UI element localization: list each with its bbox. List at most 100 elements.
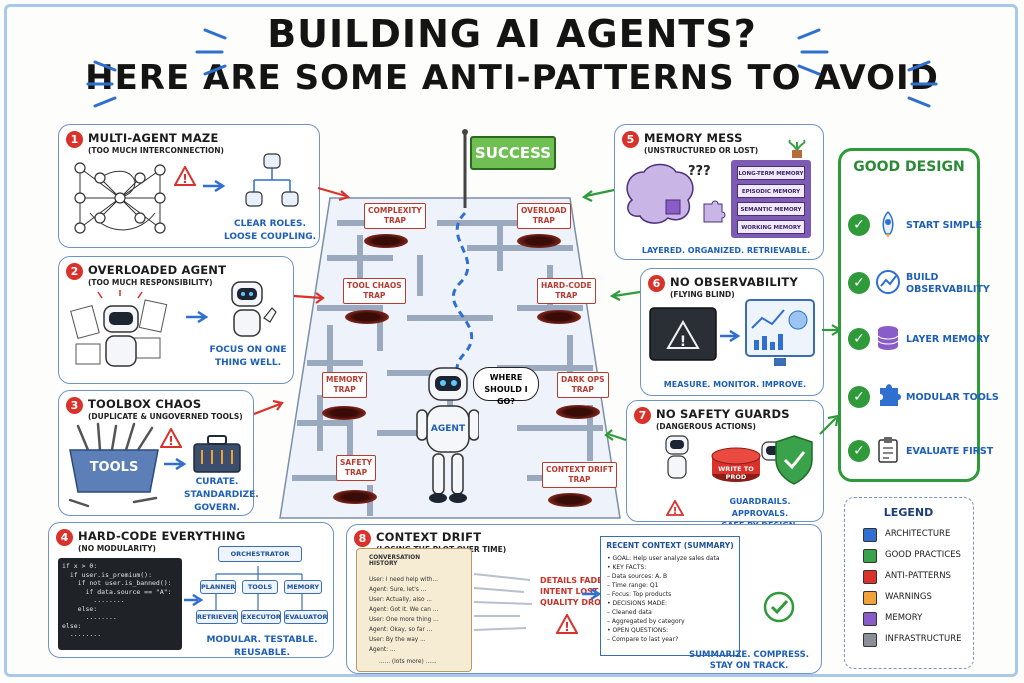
check-icon: ✓ [848,386,870,408]
summary-line: • DECISIONS MADE: [607,600,668,607]
tangled-code-block: if x > 0: if user.is_premium(): if not u… [58,558,182,650]
arrow-right-icon [582,588,602,600]
warning-icon: ! [556,614,578,634]
legend-swatch [863,591,877,605]
tools-label: TOOLS [89,460,139,475]
panel-title: TOOLBOX CHAOS [88,397,202,411]
good-design-panel: GOOD DESIGN [838,148,980,482]
puzzle-icon [880,384,901,406]
check-circle-icon [763,591,795,623]
summary-line: – Data sources: A, B [607,573,668,580]
arrow-right-icon [186,311,209,323]
panel-number: 2 [66,263,83,280]
arrow-right-icon [203,180,226,192]
panel-number: 6 [648,275,665,292]
title-sparkles [86,28,938,108]
legend-swatch [863,549,877,563]
write-to-prod-button: WRITE TO PROD [718,465,754,481]
trap-hole [556,405,600,419]
history-line: User: I need help with... [369,577,438,583]
summary-line: • OPEN QUESTIONS: [607,627,669,634]
panel-title: HARD-CODE EVERYTHING [78,529,246,543]
summary-line: • GOAL: Help user analyze sales data [607,555,720,562]
legend-swatch [863,633,877,647]
fix-text: MODULAR. TESTABLE. REUSABLE. [206,635,318,658]
confusion-marks: ??? [688,164,711,179]
memory-layer: SEMANTIC MEMORY [737,202,805,216]
trap-hole [537,310,581,324]
good-item-label: START SIMPLE [906,220,982,231]
arrow-right-icon [164,458,187,470]
summary-line: – Cleaned data [607,609,652,616]
trap-hole [548,493,592,507]
memory-layer: WORKING MEMORY [737,220,805,234]
svg-text:!: ! [182,172,187,186]
history-line: Agent: Okay, so far ... [369,627,433,633]
memory-layers-stack: LONG-TERM MEMORY EPISODIC MEMORY SEMANTI… [731,160,811,238]
evaluator-box: EVALUATOR [284,610,328,624]
memory-layer: LONG-TERM MEMORY [737,166,805,180]
summary-line: – Focus: Top products [607,591,672,598]
check-icon: ✓ [848,272,870,294]
overloaded-robot-icon [70,290,168,367]
legend-swatch [863,528,877,542]
executor-box: EXECUTOR [241,610,281,624]
panel-title: NO SAFETY GUARDS [656,407,790,421]
drift-streaks [474,573,533,631]
tangled-agents-icon [74,162,166,234]
panel-subtitle: (UNSTRUCTURED OR LOST) [644,146,759,155]
messy-toolbox-icon [68,422,159,508]
trap-hole [333,490,377,504]
planner-box: PLANNER [200,580,236,594]
trap-hole [364,234,408,248]
legend-swatch [863,570,877,584]
svg-text:!: ! [673,506,678,516]
check-icon: ✓ [848,214,870,236]
dashboard-monitor-icon [745,299,815,366]
panel-number: 5 [622,131,639,148]
plant-icon [788,139,806,158]
history-line: Agent: Got it. We can ... [369,607,439,613]
clear-roles-icon [245,153,299,207]
check-icon: ✓ [848,328,870,350]
summary-line: • KEY FACTS: [607,564,647,571]
panel-number: 8 [354,530,371,547]
chart-icon [876,270,900,294]
good-item-label: EVALUATE FIRST [906,446,994,457]
legend-swatch [863,612,877,626]
fix-text: CURATE.STANDARDIZE.GOVERN. [184,477,259,513]
panel-subtitle: (DANGEROUS ACTIONS) [656,422,756,431]
legend-panel: LEGEND ARCHITECTURE GOOD PRACTICES ANTI-… [844,497,974,669]
page-frame [4,4,1018,677]
panel-subtitle: (DUPLICATE & UNGOVERNED TOOLS) [88,412,243,421]
panel-title: MULTI-AGENT MAZE [88,131,219,145]
puzzle-piece-icon [703,200,726,223]
good-design-title: GOOD DESIGN [853,159,965,175]
dark-monitor-icon: ! [649,307,717,361]
panel-multi-agent-maze [58,124,320,248]
panel-subtitle: (TOO MUCH RESPONSIBILITY) [88,278,213,287]
summary-line: – Compare to last year? [607,636,679,643]
legend-label: MEMORY [885,613,923,623]
fix-text: SUMMARIZE. COMPRESS.STAY ON TRACK. [689,650,809,671]
warning-icon: ! [174,166,196,186]
fix-text: LAYERED. ORGANIZED. RETRIEVABLE. [641,246,811,255]
check-icon: ✓ [848,440,870,462]
retriever-box: RETRIEVER [196,610,238,624]
legend-label: WARNINGS [885,592,932,602]
agent-robot-icon [416,367,479,503]
history-line: User: By the way ... [369,637,426,643]
arrow-right-icon [720,330,741,342]
agent-label: AGENT [430,424,466,434]
title-line-2: HERE ARE SOME ANTI-PATTERNS TO AVOID [85,58,939,98]
brain-icon [626,163,694,224]
module-tree-connectors [215,566,303,610]
